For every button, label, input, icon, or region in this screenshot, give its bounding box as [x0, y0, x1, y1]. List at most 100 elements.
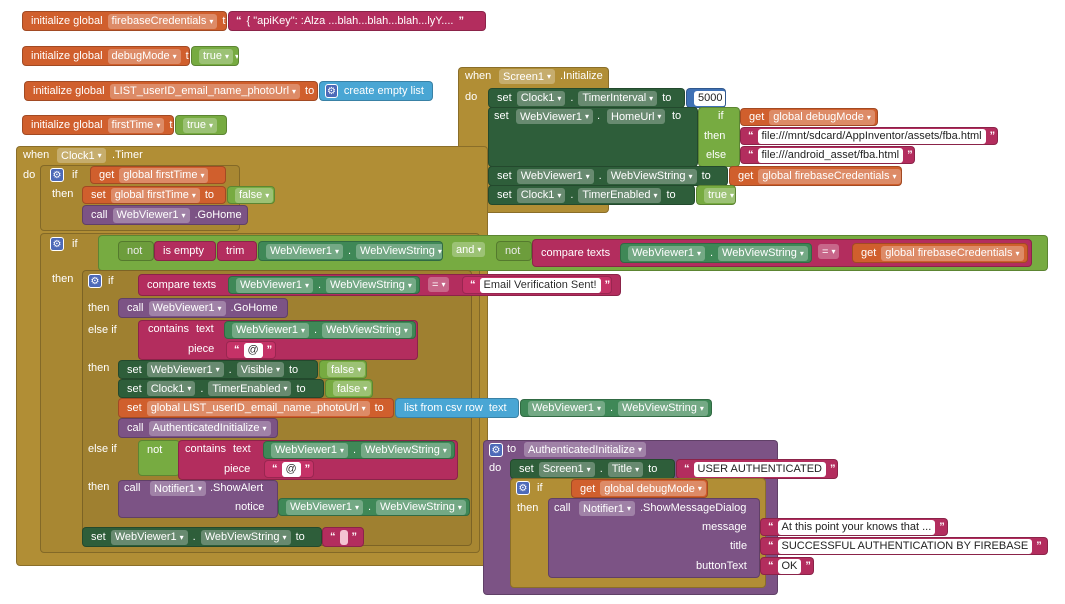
set-clock1-timerenabled[interactable]: set Clock1▾ . TimerEnabled▾ to	[118, 379, 324, 398]
chevron-down-icon: ▾	[181, 210, 186, 220]
chevron-down-icon: ▾	[339, 445, 344, 455]
logic-false-block[interactable]: false▾	[319, 360, 367, 379]
chevron-down-icon: ▾	[403, 325, 408, 335]
set-clock1-timerinterval[interactable]: set Clock1▾ . TimerInterval▾ to	[488, 88, 685, 108]
list-from-csv-row[interactable]: list from csv row text	[395, 398, 519, 418]
logic-false-block[interactable]: false▾	[325, 379, 373, 398]
get-global-firebasecredentials[interactable]: get global firebaseCredentials▾	[729, 166, 902, 186]
logic-true-block[interactable]: true▾	[175, 115, 227, 135]
get-global-debugmode[interactable]: get global debugMode▾	[571, 479, 708, 498]
set-webviewer1-webviewstring[interactable]: set WebViewer1▾ . WebViewString▾ to	[488, 166, 728, 186]
chevron-down-icon: ▾	[208, 120, 213, 130]
chevron-down-icon: ▾	[729, 190, 734, 200]
gear-icon[interactable]: ⚙	[50, 168, 64, 182]
text-at[interactable]: “ @ ”	[264, 460, 314, 478]
chevron-down-icon: ▾	[457, 502, 462, 512]
var-name-field[interactable]: LIST_userID_email_name_photoUrl▾	[109, 83, 301, 99]
var-name-field[interactable]: debugMode▾	[107, 48, 181, 64]
gear-icon[interactable]: ⚙	[489, 443, 503, 457]
component-dropdown[interactable]: Screen1▾	[499, 69, 555, 84]
init-global-firebasecredentials[interactable]: initialize global firebaseCredentials▾ t…	[22, 11, 227, 31]
get-webviewer1-webviewstring[interactable]: WebViewer1▾ . WebViewString▾	[620, 243, 812, 263]
text-ok[interactable]: “ OK ”	[760, 557, 814, 575]
and-dropdown[interactable]: and▾	[452, 242, 486, 257]
logic-false-block[interactable]: false▾	[227, 186, 275, 204]
chevron-down-icon: ▾	[179, 532, 184, 542]
var-name-field[interactable]: firstTime▾	[107, 117, 165, 133]
logic-true-block[interactable]: true▾	[696, 185, 736, 205]
compare-op-dropdown[interactable]: =▾	[818, 244, 840, 259]
init-global-list[interactable]: initialize global LIST_userID_email_name…	[24, 81, 318, 101]
logic-not-block[interactable]: not	[496, 241, 532, 261]
text-empty-block[interactable]: “ ”	[322, 527, 364, 547]
chevron-down-icon: ▾	[407, 280, 412, 290]
gear-icon[interactable]: ⚙	[50, 237, 64, 251]
logic-not-block[interactable]: not	[118, 241, 154, 261]
chevron-down-icon: ▾	[699, 403, 704, 413]
chevron-down-icon: ▾	[187, 384, 192, 393]
get-webviewer1-webviewstring[interactable]: WebViewer1▾ . WebViewString▾	[224, 321, 416, 339]
chevron-down-icon: ▾	[217, 303, 222, 313]
call-authenticatedinitialize[interactable]: call AuthenticatedInitialize▾	[118, 418, 278, 438]
number-block[interactable]: 5000	[686, 88, 726, 108]
text-message[interactable]: “ At this point your knows that ... ”	[760, 518, 948, 536]
chevron-down-icon: ▾	[292, 86, 297, 96]
compare-op-dropdown[interactable]: =▾	[428, 277, 450, 292]
procedure-name-field[interactable]: AuthenticatedInitialize▾	[524, 442, 647, 457]
call-webviewer1-gohome[interactable]: call WebViewer1▾ .GoHome	[118, 298, 288, 318]
init-global-debugmode[interactable]: initialize global debugMode▾ to	[22, 46, 190, 66]
chevron-down-icon: ▾	[200, 170, 205, 180]
chevron-down-icon: ▾	[653, 190, 658, 200]
text-at[interactable]: “ @ ”	[226, 341, 276, 359]
call-notifier1-showmessagedialog[interactable]	[548, 498, 760, 578]
get-global-debugmode[interactable]: get global debugMode▾	[740, 108, 878, 126]
text-trim[interactable]: trim	[217, 241, 257, 261]
empty-text-field[interactable]	[339, 529, 348, 545]
set-webviewer1-webviewstring[interactable]: set WebViewer1▾ . WebViewString▾ to	[82, 527, 322, 547]
call-notifier1-showalert[interactable]	[118, 480, 278, 518]
get-webviewer1-webviewstring[interactable]: WebViewer1▾ . WebViewString▾	[228, 276, 420, 294]
get-webviewer1-webviewstring[interactable]: WebViewer1▾ . WebViewString▾	[278, 498, 470, 516]
var-name-field[interactable]: firebaseCredentials▾	[107, 13, 218, 29]
set-webviewer1-visible[interactable]: set WebViewer1▾ . Visible▾ to	[118, 360, 318, 379]
kw-initialize-global: initialize global	[31, 15, 103, 27]
init-global-firsttime[interactable]: initialize global firstTime▾ to	[22, 115, 174, 135]
chevron-down-icon: ▾	[172, 51, 177, 61]
get-webviewer1-webviewstring[interactable]: WebViewer1▾ . WebViewString▾	[520, 399, 712, 417]
create-empty-list-block[interactable]: ⚙ create empty list	[319, 81, 433, 101]
logic-true-block[interactable]: true▾▾	[191, 46, 239, 66]
text-url-sdcard[interactable]: “ file:///mnt/sdcard/AppInventor/assets/…	[740, 127, 998, 145]
set-clock1-timerenabled[interactable]: set Clock1▾ . TimerEnabled▾ to	[488, 185, 695, 205]
gear-icon[interactable]: ⚙	[325, 84, 338, 98]
text-block-credentials[interactable]: “ { "apiKey": :Alza ...blah...blah...bla…	[228, 11, 486, 31]
text-user-authenticated[interactable]: “ USER AUTHENTICATED ”	[676, 459, 838, 479]
gear-icon[interactable]: ⚙	[88, 274, 102, 288]
set-global-list[interactable]: set global LIST_userID_email_name_photoU…	[118, 398, 394, 418]
get-webviewer1-webviewstring[interactable]: WebViewer1▾ . WebViewString▾	[263, 441, 455, 459]
gear-icon[interactable]: ⚙	[516, 481, 530, 495]
chevron-down-icon: ▾	[156, 120, 161, 130]
set-webviewer1-homeurl[interactable]	[488, 107, 698, 167]
call-webviewer1-gohome[interactable]: call WebViewer1▾ .GoHome	[82, 205, 248, 225]
set-screen1-title[interactable]: set Screen1▾ . Title▾ to	[510, 459, 675, 479]
chevron-down-icon: ▾	[209, 16, 214, 26]
chevron-down-icon: ▾	[234, 51, 239, 61]
chevron-down-icon: ▾	[586, 464, 591, 474]
logic-not-block[interactable]: not	[138, 440, 180, 476]
get-global-firebasecredentials[interactable]: get global firebaseCredentials▾	[852, 243, 1028, 263]
chevron-down-icon: ▾	[265, 190, 270, 200]
get-global-firsttime[interactable]: get global firstTime▾	[90, 166, 226, 184]
text-email-sent[interactable]: “ Email Verification Sent! ”	[462, 276, 612, 294]
chevron-down-icon: ▾	[626, 504, 631, 513]
text-url-asset[interactable]: “ file:///android_asset/fba.html ”	[740, 146, 915, 164]
set-global-firsttime[interactable]: set global firstTime▾ to	[82, 186, 226, 204]
text-title[interactable]: “ SUCCESSFUL AUTHENTICATION BY FIREBASE …	[760, 537, 1048, 555]
chevron-down-icon: ▾	[300, 325, 305, 335]
chevron-down-icon: ▾	[638, 445, 643, 454]
chevron-down-icon: ▾	[437, 246, 442, 256]
get-webviewer1-webviewstring[interactable]: WebViewer1▾ . WebViewString▾	[258, 241, 443, 261]
text-is-empty[interactable]: is empty	[154, 241, 216, 261]
text-value[interactable]: { "apiKey": :Alza ...blah...blah...blah.…	[246, 15, 454, 27]
chevron-down-icon: ▾	[799, 248, 804, 258]
